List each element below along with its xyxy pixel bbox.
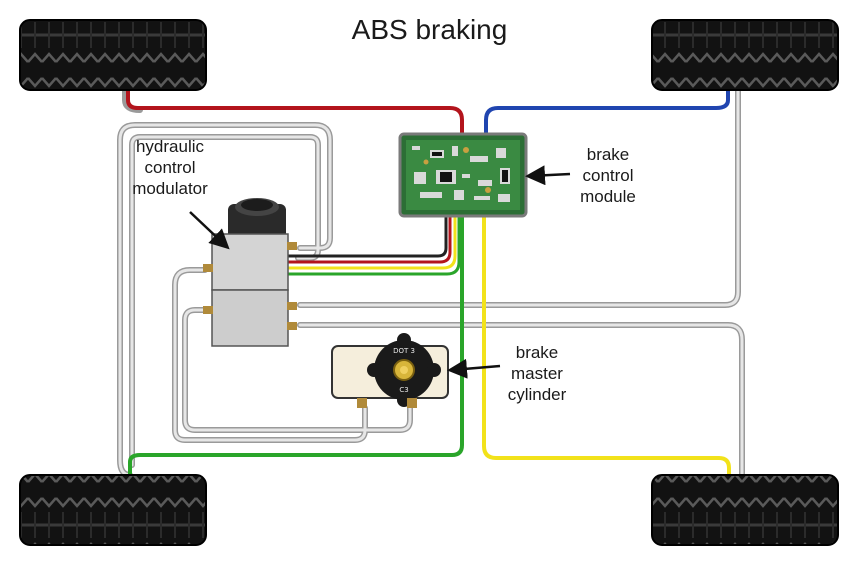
cap-bottom-text: C3 xyxy=(399,386,408,394)
label-line: brake xyxy=(515,343,559,362)
red-wire xyxy=(126,88,464,140)
diagram-title: ABS braking xyxy=(351,14,508,45)
label-line: cylinder xyxy=(507,385,567,404)
brake-control-module xyxy=(398,132,528,218)
rear-right-tire xyxy=(651,474,839,546)
label-brake-master-cylinder: brake master cylinder xyxy=(497,342,577,405)
label-line: brake xyxy=(586,145,630,164)
label-line: module xyxy=(580,187,636,206)
label-line: modulator xyxy=(132,179,208,198)
green-wire xyxy=(128,210,464,474)
rear-left-tire xyxy=(19,474,207,546)
front-left-tire xyxy=(19,19,207,91)
label-hydraulic-control-modulator: hydraulic control modulator xyxy=(110,136,230,199)
label-arrows xyxy=(189,165,571,379)
yellow-wire xyxy=(482,210,731,474)
sensor-wires xyxy=(126,88,731,474)
cap-top-text: DOT 3 xyxy=(393,347,415,355)
label-line: master xyxy=(511,364,563,383)
brake-master-cylinder xyxy=(331,333,449,408)
modulator-arrow xyxy=(189,211,230,250)
hydraulic-control-modulator xyxy=(203,198,297,347)
label-line: control xyxy=(144,158,196,177)
master-cylinder-arrow xyxy=(447,358,501,379)
label-line: hydraulic xyxy=(135,137,205,156)
module-arrow xyxy=(525,165,571,186)
blue-wire xyxy=(484,88,730,140)
label-line: control xyxy=(582,166,634,185)
label-brake-control-module: brake control module xyxy=(568,144,648,207)
front-right-tire xyxy=(651,19,839,91)
